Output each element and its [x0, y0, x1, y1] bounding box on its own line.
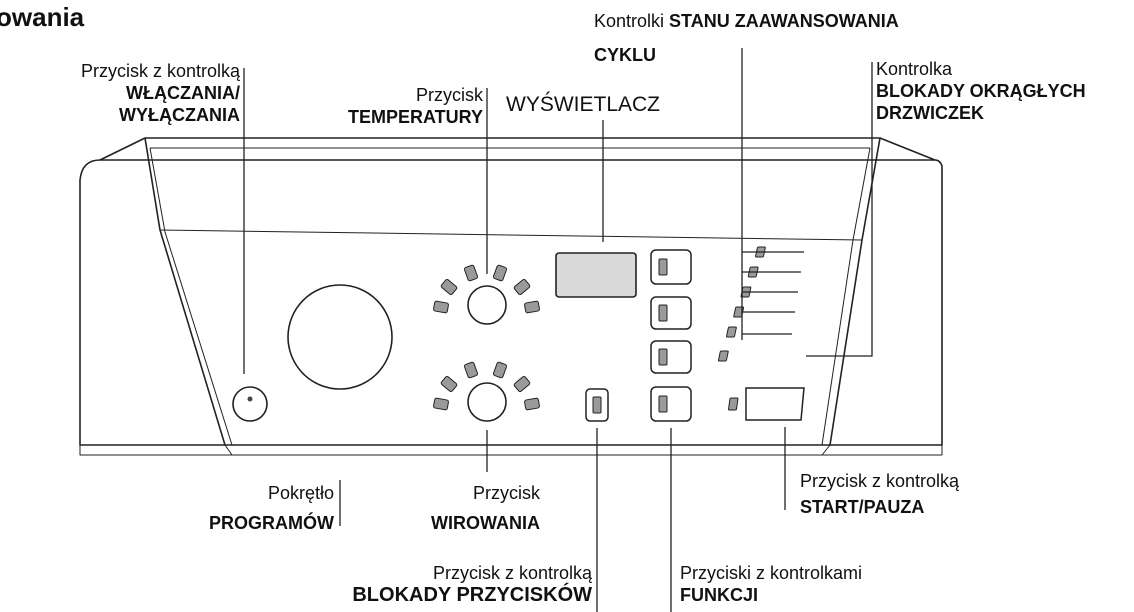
label-start-pause: Przycisk z kontrolką START/PAUZA: [800, 471, 960, 517]
panel-outline: [79, 159, 943, 446]
label-spin: Przycisk WIROWANIA: [431, 483, 540, 533]
function-button-4[interactable]: [650, 386, 692, 422]
page-title: owania: [0, 2, 85, 32]
label-power: Przycisk z kontrolką WŁĄCZANIA/ WYŁĄCZAN…: [80, 61, 240, 125]
function-button-1[interactable]: [650, 249, 692, 285]
temperature-button[interactable]: [467, 285, 507, 325]
label-button-lock: Przycisk z kontrolką BLOKADY PRZYCISKÓW: [352, 563, 592, 606]
panel-top-bevel: [99, 137, 936, 161]
program-knob[interactable]: [287, 284, 393, 390]
function-buttons: [650, 249, 692, 422]
spin-button[interactable]: [467, 382, 507, 422]
function-button-2[interactable]: [650, 296, 692, 330]
door-lock-indicator: [717, 350, 729, 362]
label-display: WYŚWIETLACZ: [506, 93, 661, 116]
display-screen: [555, 252, 637, 298]
label-program: Pokrętło PROGRAMÓW: [209, 483, 334, 533]
leader-lines: [243, 48, 873, 612]
label-functions: Przyciski z kontrolkami FUNKCJI: [680, 563, 863, 605]
function-button-3[interactable]: [650, 340, 692, 374]
power-button[interactable]: [232, 386, 268, 422]
label-door-lock: Kontrolka BLOKADY OKRĄGŁYCH DRZWICZEK: [876, 59, 1086, 123]
label-temperature: Przycisk TEMPERATURY: [348, 85, 483, 127]
spin-indicators: [433, 361, 540, 411]
temperature-indicators: [433, 264, 540, 314]
label-cycle-progress: Kontrolki STANU ZAAWANSOWANIA CYKLU: [594, 11, 899, 65]
panel-left-side: [144, 137, 226, 446]
start-pause-button[interactable]: [728, 387, 805, 421]
button-lock-button[interactable]: [585, 388, 609, 422]
